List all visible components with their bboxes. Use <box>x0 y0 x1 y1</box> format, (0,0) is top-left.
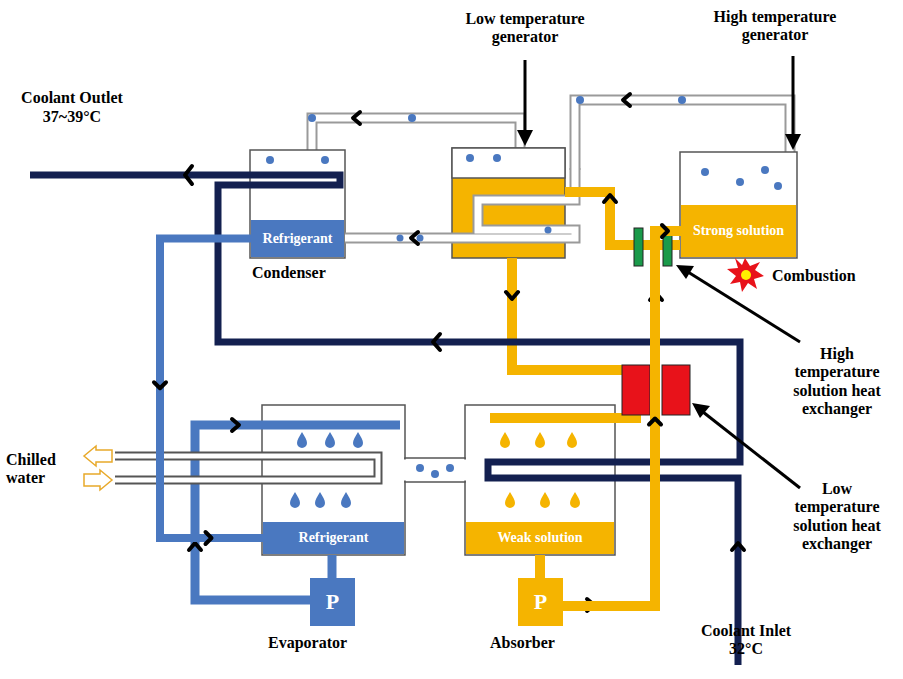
part-label: Chilled water <box>6 451 82 488</box>
part-label: Absorber <box>490 634 610 652</box>
part-label: Low temperature solution heat exchanger <box>778 480 896 554</box>
part-label: Low temperature generator <box>440 10 610 47</box>
solution-band: Strong solution <box>681 205 796 257</box>
node-text: Strong solution <box>693 223 784 239</box>
node-text: Refrigerant <box>299 530 369 546</box>
pump-box: P <box>310 578 355 626</box>
part-label: Evaporator <box>268 634 388 652</box>
node-text: Weak solution <box>497 530 582 546</box>
part-label: Combustion <box>772 267 882 285</box>
solution-band: Weak solution <box>466 522 614 554</box>
node-text: Refrigerant <box>263 231 333 247</box>
part-label: Coolant Inlet 32°C <box>690 622 802 659</box>
pump-box: P <box>518 578 563 626</box>
part-label: High temperature solution heat exchanger <box>778 345 896 419</box>
part-label: Coolant Outlet 37~39°C <box>12 89 132 126</box>
refrigerant-band: Refrigerant <box>263 522 404 554</box>
node-text: P <box>326 589 339 615</box>
pipe-connector <box>154 239 263 545</box>
part-label: Condenser <box>252 264 362 282</box>
part-label: High temperature generator <box>690 8 860 45</box>
node-text: P <box>534 589 547 615</box>
refrigerant-band: Refrigerant <box>251 220 344 257</box>
